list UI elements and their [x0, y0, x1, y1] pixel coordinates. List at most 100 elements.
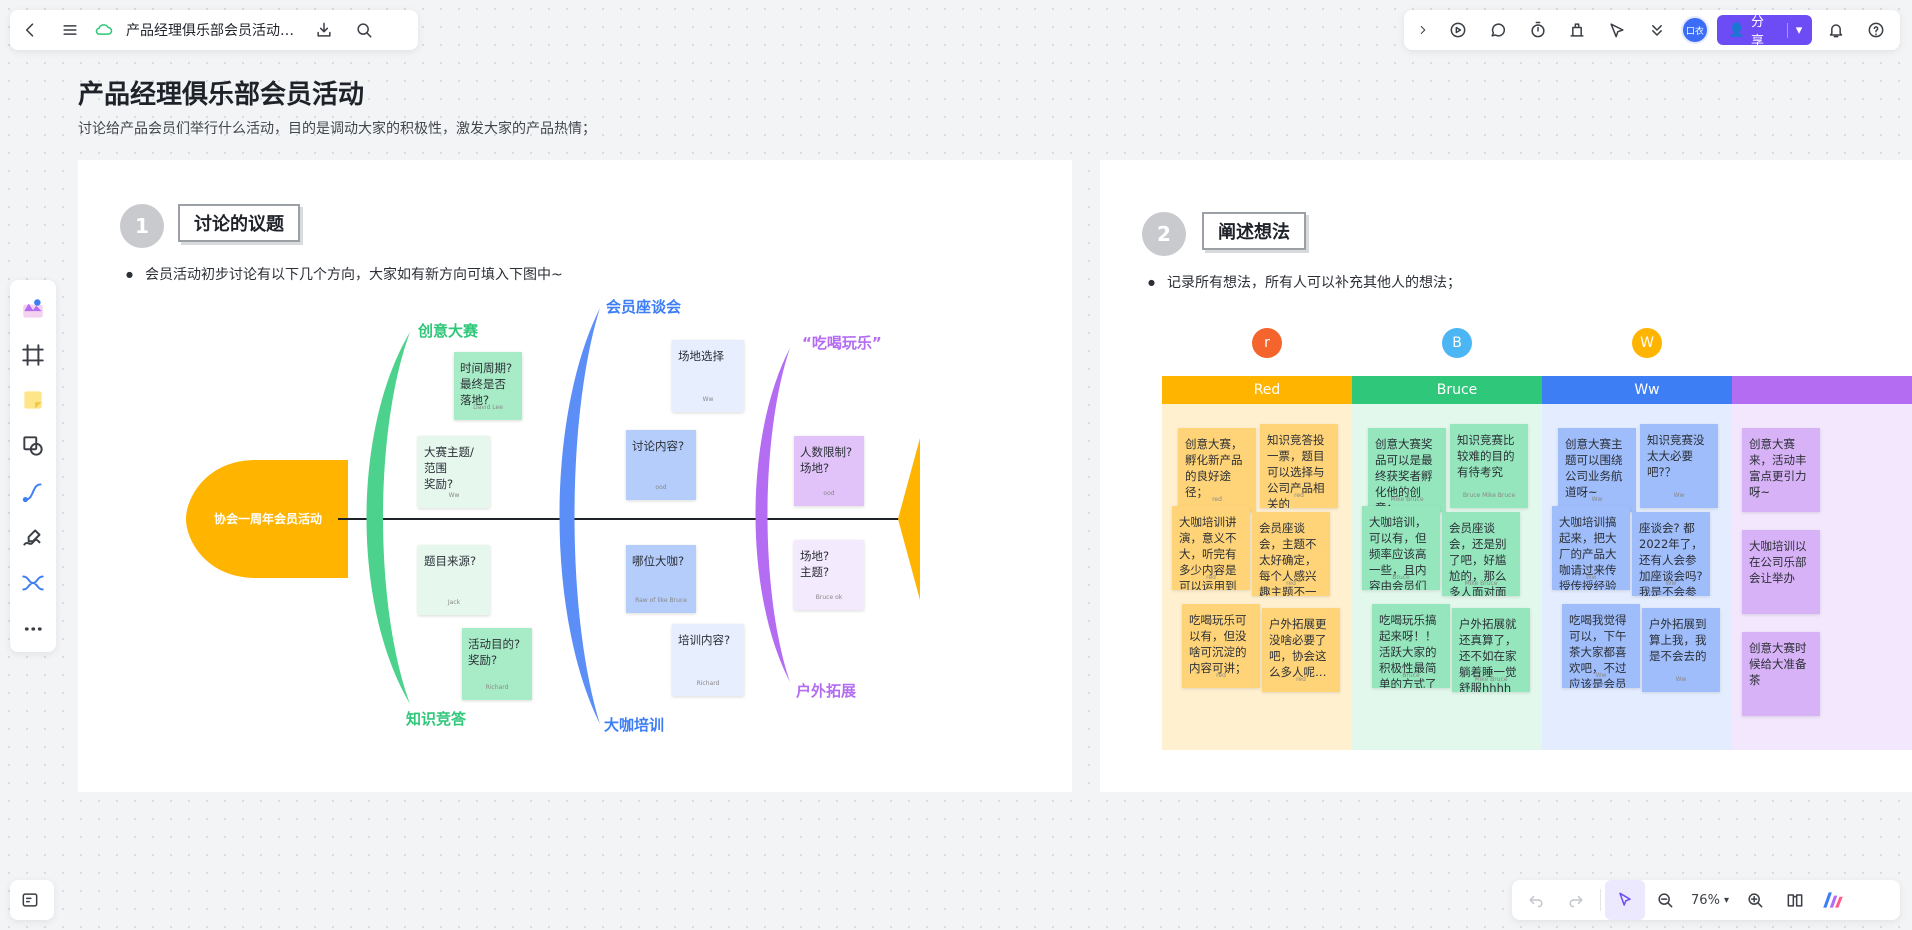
idea-sticky-note[interactable]: 大咖培训讲演，意义不大，听完有多少内容是可以运用到工作中的?red [1172, 506, 1250, 590]
select-cursor-icon[interactable] [1605, 880, 1645, 920]
column-header[interactable]: Bruce [1352, 376, 1562, 404]
template-icon[interactable] [10, 286, 56, 332]
idea-sticky-note[interactable]: 创意大赛主题可以围绕公司业务航道呀~Ww [1558, 428, 1636, 512]
note-author: Jack [447, 599, 461, 606]
ideas-frame[interactable]: 2 阐述想法 记录所有想法，所有人可以补充其他人的想法； rRed创意大赛，孵化… [1100, 160, 1912, 792]
discussion-topics-frame[interactable]: 1 讨论的议题 会员活动初步讨论有以下几个方向，大家如有新方向可填入下图中~ 协… [78, 160, 1072, 792]
bone-label-knowledge[interactable]: 知识竞答 [406, 710, 467, 728]
undo-icon[interactable] [1516, 880, 1556, 920]
comment-icon[interactable] [1478, 10, 1518, 50]
bone-label-creative[interactable]: 创意大赛 [418, 322, 479, 340]
note-text: 知识竞赛比较难的目的有待考究 [1457, 433, 1515, 479]
more-down-icon[interactable] [1637, 10, 1677, 50]
note-author: Mike Bruce [1464, 580, 1498, 587]
idea-sticky-note[interactable]: 会员座谈会，还是别了吧，好尴尬的，那么多人面对面坐着…Mike Bruce [1442, 512, 1520, 596]
note-author: Bruce Mike Bruce [1462, 492, 1516, 499]
sticky-note[interactable]: 大赛主题/范围 奖励?Ww [418, 436, 490, 508]
zoom-out-icon[interactable] [1645, 880, 1685, 920]
idea-sticky-note[interactable]: 创意大赛来，活动丰富点更引力呀~ [1742, 428, 1820, 512]
column-header[interactable]: Ww [1542, 376, 1752, 404]
back-icon[interactable] [10, 10, 50, 50]
menu-icon[interactable] [50, 10, 90, 50]
help-icon[interactable] [1856, 10, 1896, 50]
section-title[interactable]: 讨论的议题 [178, 204, 300, 242]
idea-sticky-note[interactable]: 知识竞赛比较难的目的有待考究 Bruce Mike Bruce [1450, 424, 1528, 508]
column-header[interactable] [1732, 376, 1912, 404]
note-author: ood [823, 490, 835, 497]
idea-sticky-note[interactable]: 吃喝玩乐可以有，但没啥可沉淀的内容可讲；red [1182, 604, 1260, 688]
sticky-note[interactable]: 活动目的?奖励?Richard [462, 628, 532, 700]
zoom-level[interactable]: 76%▾ [1685, 893, 1735, 908]
idea-sticky-note[interactable]: 吃喝我觉得可以，下午茶大家都喜欢吧，不过应该是会员福利而非活动Ww [1562, 604, 1640, 688]
pen-tool-icon[interactable] [10, 515, 56, 561]
vote-icon[interactable] [1557, 10, 1597, 50]
timer-icon[interactable] [1518, 10, 1558, 50]
idea-sticky-note[interactable]: 座谈会? 都2022年了，还有人会参加座谈会吗? 我是不会参加的Ww [1632, 512, 1710, 596]
user-avatar[interactable]: 口衣 [1680, 16, 1709, 44]
download-icon[interactable] [304, 10, 344, 50]
note-author: red [1286, 580, 1296, 587]
minimap-icon[interactable] [10, 880, 50, 920]
idea-sticky-note[interactable]: 大咖培训以在公司乐部会让举办 [1742, 530, 1820, 614]
idea-sticky-note[interactable]: 创意大赛时候给大准备茶 [1742, 632, 1820, 716]
section-title[interactable]: 阐述想法 [1202, 212, 1306, 250]
follow-cursor-icon[interactable] [1597, 10, 1637, 50]
connector-tool-icon[interactable] [10, 469, 56, 515]
bone-label-training[interactable]: 大咖培训 [604, 716, 665, 734]
search-icon[interactable] [344, 10, 384, 50]
collapse-chevron-icon[interactable] [1408, 10, 1438, 50]
idea-sticky-note[interactable]: 会员座谈会，主题不太好确定，每个人感兴趣主题不一样，众口难调…red [1252, 512, 1330, 596]
sticky-note[interactable]: 人数限制?场地? ood [794, 436, 864, 506]
idea-sticky-note[interactable]: 创意大赛，孵化新产品的良好途径；red [1178, 428, 1256, 512]
note-text: 人数限制?场地? [800, 445, 853, 475]
sticky-note[interactable]: 讨论内容?ood [626, 430, 696, 500]
idea-sticky-note[interactable]: 吃喝玩乐搞起来呀！！活跃大家的积极性最简单的方式了~Bruce [1372, 604, 1450, 688]
note-text: 会员座谈会，还是别了吧，好尴尬的，那么多人面对面坐着… [1449, 521, 1507, 596]
idea-sticky-note[interactable]: 户外拓展更没啥必要了吧，协会这么多人呢…red [1262, 608, 1340, 692]
column-header[interactable]: Red [1162, 376, 1372, 404]
idea-sticky-note[interactable]: 创意大赛奖品可以是最终获奖者孵化他的创意；Mike Bruce [1368, 428, 1446, 512]
note-author: Raw of like Bruce [635, 597, 687, 604]
top-right-toolbar: 口衣 👤 分享 ▾ [1404, 10, 1900, 50]
blue-bone-arc [559, 308, 600, 724]
idea-sticky-note[interactable]: 知识竞赛没太大必要吧?？Ww [1640, 424, 1718, 508]
green-bone-arc [366, 332, 410, 704]
redo-icon[interactable] [1556, 880, 1596, 920]
minimap-toggle[interactable] [10, 880, 54, 920]
sticky-note[interactable]: 场地? 主题?Bruce ok [794, 540, 864, 610]
more-tools-icon[interactable] [10, 606, 56, 652]
zoom-in-icon[interactable] [1735, 880, 1775, 920]
sticky-note[interactable]: 哪位大咖?Raw of like Bruce [626, 545, 696, 613]
present-play-icon[interactable] [1438, 10, 1478, 50]
idea-sticky-note[interactable]: 大咖培训搞起来，把大厂的产品大咖请过来传授传授经验呀~Ww [1552, 506, 1630, 590]
column-body: 创意大赛奖品可以是最终获奖者孵化他的创意；Mike Bruce知识竞赛比较难的目… [1352, 404, 1562, 750]
bone-label-outdoor[interactable]: 户外拓展 [796, 682, 857, 700]
bone-label-salon[interactable]: 会员座谈会 [606, 298, 682, 316]
share-button[interactable]: 👤 分享 ▾ [1716, 15, 1813, 49]
fish-head-shape[interactable] [186, 460, 348, 578]
share-dropdown-chevron-icon[interactable]: ▾ [1786, 22, 1802, 38]
sticky-note-icon[interactable] [10, 378, 56, 424]
idea-sticky-note[interactable]: 大咖培训，可以有，但频率应该高一些，且内容由会员们投票选择Bruce [1362, 506, 1440, 590]
note-text: 大咖培训以在公司乐部会让举办 [1749, 539, 1807, 585]
mind-map-icon[interactable] [10, 561, 56, 607]
note-author: red [1206, 574, 1216, 581]
notification-bell-icon[interactable] [1816, 10, 1856, 50]
bone-label-eat[interactable]: “吃喝玩乐” [802, 334, 882, 352]
frame-tool-icon[interactable] [10, 332, 56, 378]
document-title[interactable]: 产品经理俱乐部会员活动… [126, 23, 294, 39]
sticky-note[interactable]: 培训内容?Richard [672, 624, 744, 696]
sticky-note[interactable]: 时间周期?最终是否落地?David Lee [454, 352, 522, 420]
note-text: 知识竞答投一票，题目可以选择与公司产品相关的 [1267, 433, 1325, 508]
column-body: 创意大赛来，活动丰富点更引力呀~ 大咖培训以在公司乐部会让举办创意大赛时候给大准备… [1732, 404, 1912, 750]
note-text: 吃喝玩乐搞起来呀！！活跃大家的积极性最简单的方式了~ [1379, 613, 1437, 688]
brand-logo-icon[interactable] [1815, 882, 1851, 918]
sticky-note[interactable]: 题目来源?Jack [418, 545, 490, 615]
shape-tool-icon[interactable] [10, 423, 56, 469]
book-map-icon[interactable] [1775, 880, 1815, 920]
